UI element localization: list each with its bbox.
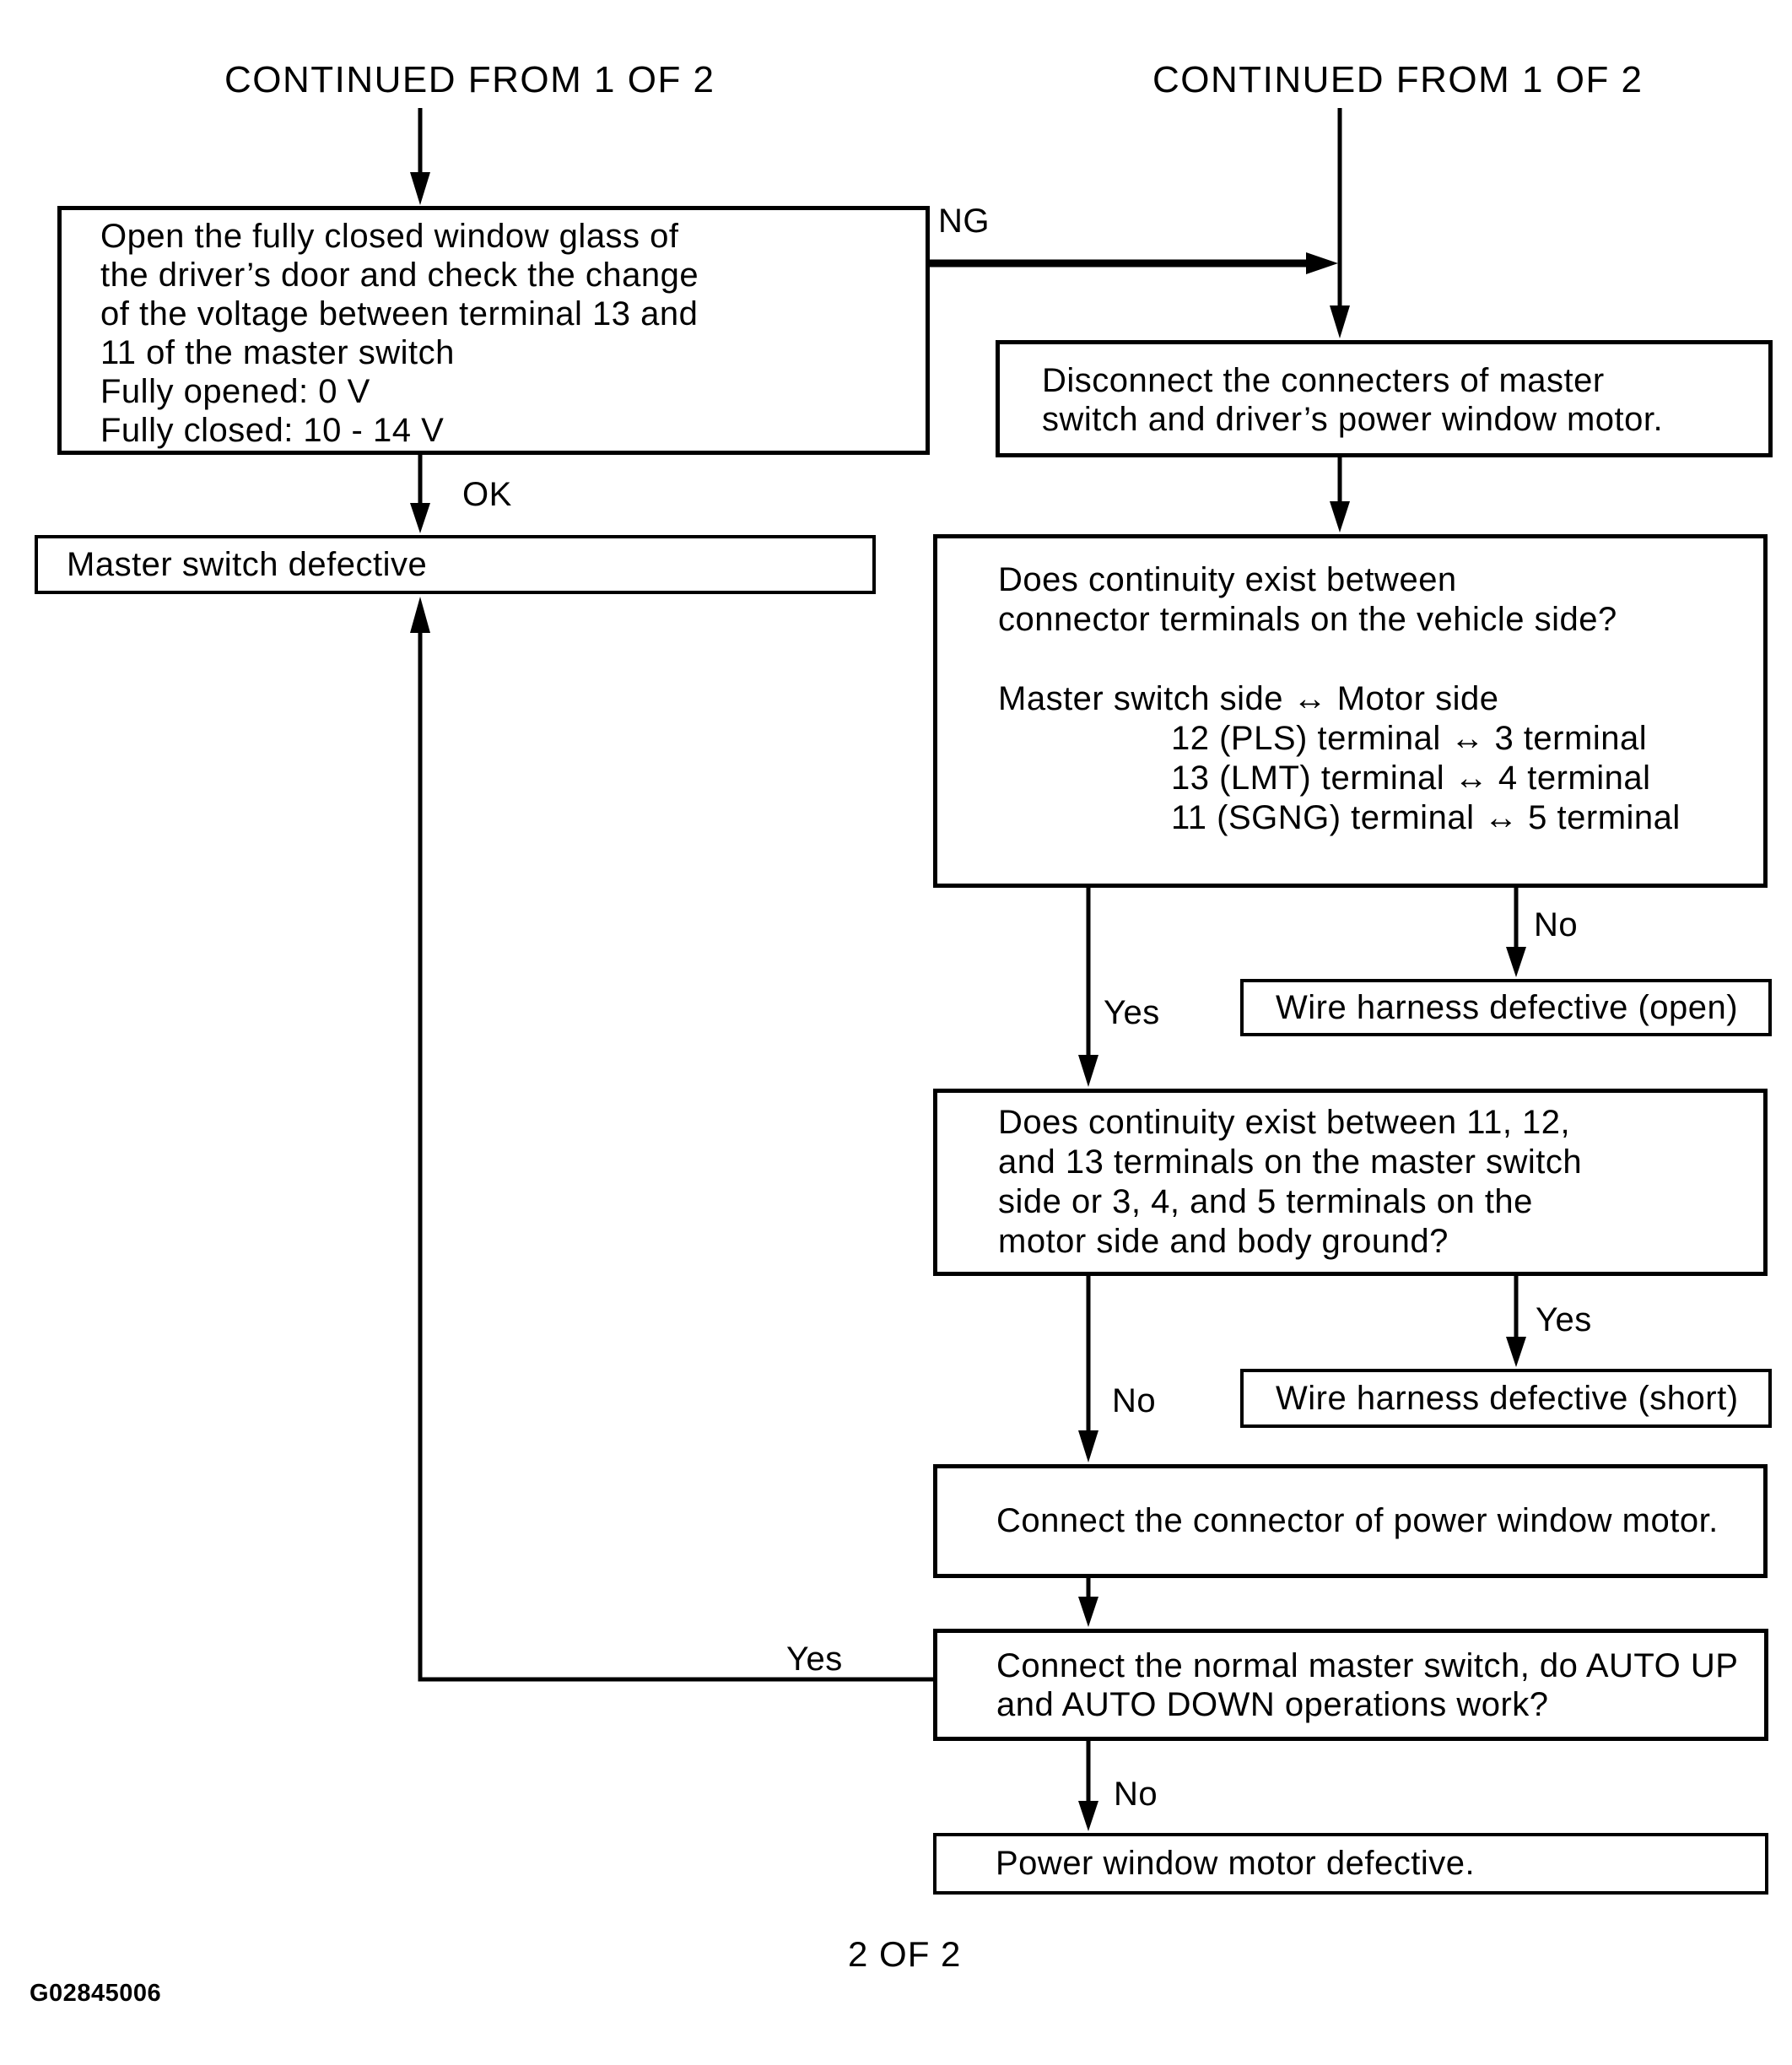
- box-continuity-vehicle-side: Does continuity exist between connector …: [933, 534, 1768, 888]
- text-line: Wire harness defective (open): [1276, 988, 1739, 1026]
- text-line: side or 3, 4, and 5 terminals on the: [998, 1183, 1533, 1220]
- arrow-ground-no: [1078, 1276, 1098, 1462]
- box-wire-harness-short: Wire harness defective (short): [1240, 1369, 1772, 1428]
- text-line: Fully opened: 0 V: [100, 373, 370, 410]
- text-line: 11 (SGNG) terminal ↔ 5 terminal: [1171, 799, 1681, 836]
- arrow-continuity-no: [1506, 888, 1526, 977]
- text-line: Does continuity exist between 11, 12,: [998, 1104, 1571, 1141]
- text-line: Does continuity exist between: [998, 561, 1457, 598]
- text-line: [998, 640, 1753, 679]
- text-line: 11 of the master switch: [100, 334, 455, 371]
- edge-label-continuity-yes: Yes: [1104, 994, 1160, 1031]
- arrow-continued-left: [410, 108, 430, 205]
- arrow-disconnect-to-continuity: [1330, 457, 1350, 532]
- arrow-continuity-yes: [1078, 888, 1098, 1087]
- continued-header-right: CONTINUED FROM 1 OF 2: [1152, 59, 1644, 100]
- arrow-ok: [410, 455, 430, 533]
- box-continuity-body-ground: Does continuity exist between 11, 12, an…: [933, 1089, 1768, 1276]
- text-line: Master switch defective: [67, 545, 428, 583]
- text-line: Power window motor defective.: [996, 1845, 1476, 1882]
- box-connect-motor-connector: Connect the connector of power window mo…: [933, 1464, 1768, 1578]
- arrow-auto-no: [1078, 1741, 1098, 1831]
- edge-label-ground-yes: Yes: [1536, 1301, 1592, 1338]
- text-line: Disconnect the connecters of master: [1042, 362, 1605, 399]
- text-line: Wire harness defective (short): [1276, 1379, 1739, 1417]
- edge-label-auto-yes: Yes: [786, 1641, 843, 1678]
- arrow-ng: [930, 252, 1338, 274]
- box-wire-harness-open: Wire harness defective (open): [1240, 979, 1772, 1036]
- text-line: Connect the normal master switch, do AUT…: [996, 1647, 1739, 1684]
- text-line: Open the fully closed window glass of: [100, 218, 679, 255]
- figure-id: G02845006: [30, 1980, 162, 2007]
- arrow-ground-yes: [1506, 1276, 1526, 1367]
- text-line: and 13 terminals on the master switch: [998, 1143, 1583, 1181]
- box-master-switch-defective: Master switch defective: [35, 535, 876, 594]
- box-open-window-check: Open the fully closed window glass of th…: [57, 206, 930, 455]
- edge-label-ng: NG: [938, 203, 990, 240]
- box-auto-up-down-check: Connect the normal master switch, do AUT…: [933, 1629, 1768, 1741]
- arrow-continued-right: [1330, 108, 1350, 338]
- box-disconnect-connectors: Disconnect the connecters of master swit…: [996, 340, 1773, 457]
- box-motor-defective: Power window motor defective.: [933, 1833, 1768, 1895]
- text-line: 12 (PLS) terminal ↔ 3 terminal: [1171, 720, 1648, 757]
- text-line: Master switch side ↔ Motor side: [998, 680, 1499, 717]
- text-line: and AUTO DOWN operations work?: [996, 1686, 1549, 1723]
- text-line: Fully closed: 10 - 14 V: [100, 412, 445, 449]
- arrow-connect-to-check: [1078, 1578, 1098, 1627]
- text-line: motor side and body ground?: [998, 1223, 1449, 1260]
- arrow-auto-yes-feedback: [410, 597, 933, 1682]
- text-line: switch and driver’s power window motor.: [1042, 401, 1664, 438]
- text-line: Connect the connector of power window mo…: [996, 1502, 1719, 1539]
- edge-label-auto-no: No: [1114, 1776, 1158, 1813]
- edge-label-ok: OK: [462, 476, 512, 513]
- text-line: connector terminals on the vehicle side?: [998, 601, 1617, 638]
- edge-label-ground-no: No: [1112, 1382, 1157, 1419]
- edge-label-continuity-no: No: [1534, 906, 1579, 943]
- text-line: 13 (LMT) terminal ↔ 4 terminal: [1171, 760, 1651, 797]
- sheet-label: 2 OF 2: [848, 1934, 962, 1974]
- text-line: the driver’s door and check the change: [100, 257, 699, 294]
- continued-header-left: CONTINUED FROM 1 OF 2: [224, 59, 715, 100]
- text-line: of the voltage between terminal 13 and: [100, 295, 699, 332]
